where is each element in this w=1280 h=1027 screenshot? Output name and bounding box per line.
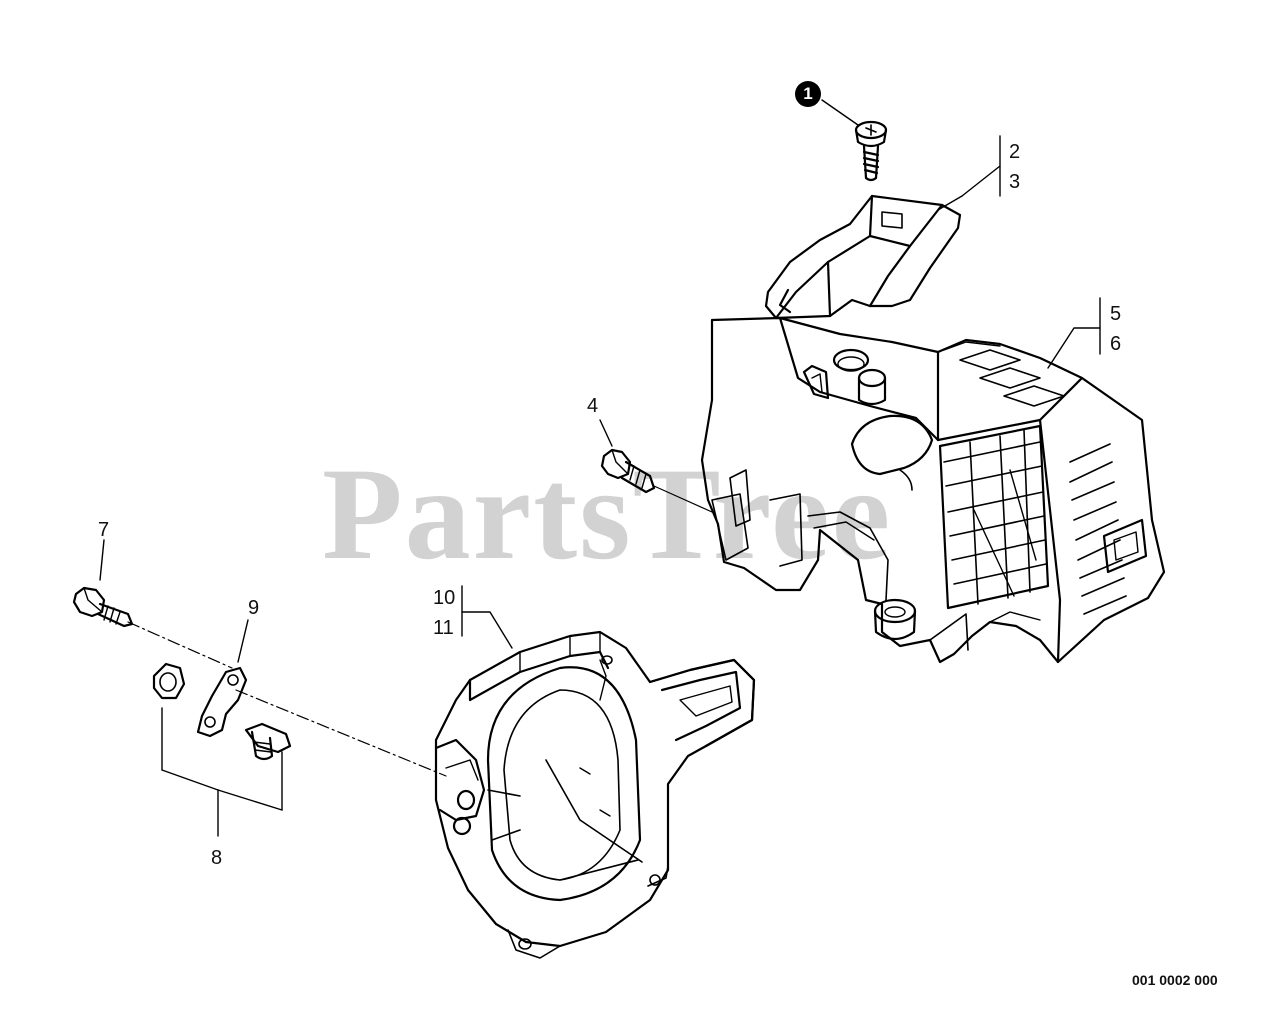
part-10-11-fan-housing bbox=[434, 585, 756, 959]
assembly-centerline bbox=[127, 621, 447, 777]
callout-9[interactable]: 9 bbox=[248, 597, 260, 619]
part-8-leader bbox=[161, 707, 283, 837]
watermark-text: PartsTree bbox=[322, 440, 893, 587]
part-4-bolt bbox=[599, 419, 713, 513]
callout-2[interactable]: 2 bbox=[1009, 141, 1021, 163]
callout-8[interactable]: 8 bbox=[211, 847, 223, 869]
part-9-gasket bbox=[196, 619, 249, 738]
part-1-screw bbox=[821, 99, 888, 182]
callout-6[interactable]: 6 bbox=[1110, 333, 1122, 355]
part-8-plug bbox=[244, 722, 292, 811]
callout-1[interactable]: 1 bbox=[795, 81, 821, 107]
callout-4[interactable]: 4 bbox=[587, 395, 599, 417]
diagram-code: 001 0002 000 bbox=[1132, 972, 1218, 988]
callout-7[interactable]: 7 bbox=[98, 519, 110, 541]
part-5-6-engine-cover bbox=[700, 297, 1166, 664]
part-7-bolt bbox=[72, 539, 134, 628]
callout-3[interactable]: 3 bbox=[1009, 171, 1021, 193]
callout-5[interactable]: 5 bbox=[1110, 303, 1122, 325]
part-8-nut bbox=[152, 662, 186, 700]
callout-11[interactable]: 11 bbox=[433, 617, 454, 639]
callout-10[interactable]: 10 bbox=[433, 587, 456, 609]
part-2-3-top-cover bbox=[764, 135, 1001, 320]
